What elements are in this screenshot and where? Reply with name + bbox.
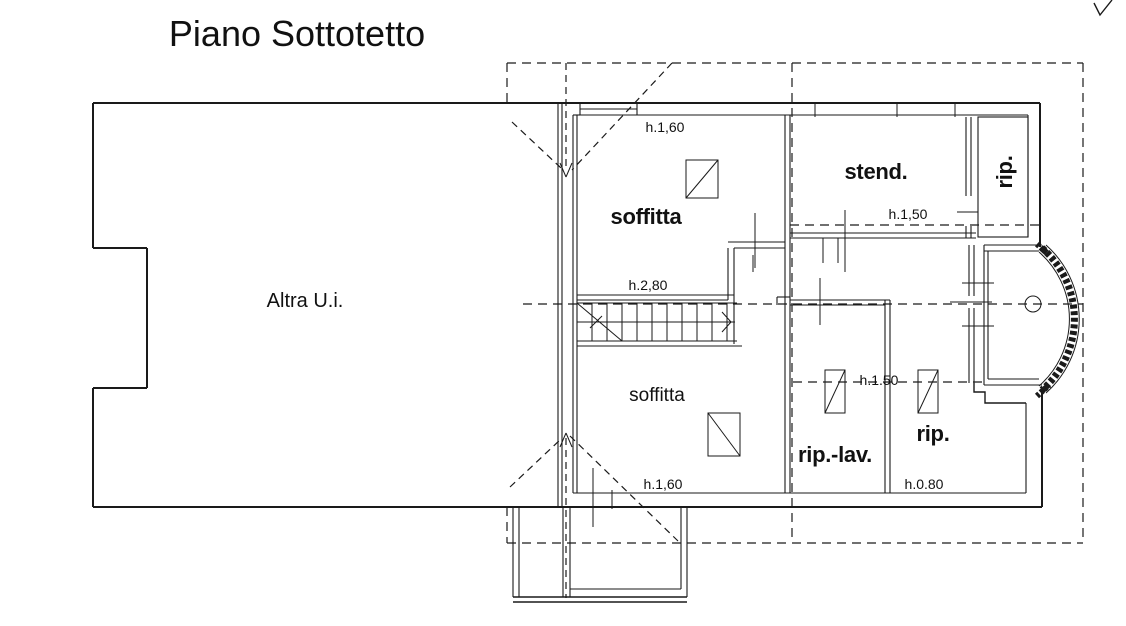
bay-window-arc	[983, 241, 1080, 399]
altra-ui-outline	[92, 103, 563, 507]
height-label-stend: h.1,50	[889, 206, 928, 222]
opening-tick-marks	[592, 103, 994, 527]
height-label-corridor: h.1.50	[860, 372, 899, 388]
staircase	[576, 302, 742, 347]
interior-walls	[577, 115, 1029, 493]
room-label-stend: stend.	[845, 159, 908, 184]
corner-mark	[1093, 0, 1113, 17]
flue-icon	[824, 369, 846, 414]
room-label-rip-upper: rip.	[992, 155, 1017, 188]
column-symbol	[1024, 295, 1042, 313]
stair-direction-arrow	[721, 311, 732, 333]
room-label-rip-lav: rip.-lav.	[798, 442, 872, 467]
height-label-rip-lower: h.0.80	[905, 476, 944, 492]
flue-icon	[917, 369, 939, 414]
south-protrusion	[512, 507, 688, 603]
height-label-stairs: h.2,80	[629, 277, 668, 293]
height-label-soffitta-lower: h.1,60	[644, 476, 683, 492]
room-label-rip-lower: rip.	[916, 421, 949, 446]
page-title: Piano Sottotetto	[169, 13, 425, 54]
skylight-icon	[707, 412, 741, 457]
height-label-soffitta-upper: h.1,60	[646, 119, 685, 135]
north-window	[579, 103, 638, 116]
roof-slope-lines	[509, 62, 679, 598]
skylight-icon	[685, 159, 719, 199]
room-label-altra-ui: Altra U.i.	[267, 290, 344, 312]
room-label-soffitta-upper: soffitta	[611, 204, 683, 229]
room-label-soffitta-lower: soffitta	[629, 385, 685, 406]
roof-overhang-dashed-boundary	[506, 62, 1084, 544]
